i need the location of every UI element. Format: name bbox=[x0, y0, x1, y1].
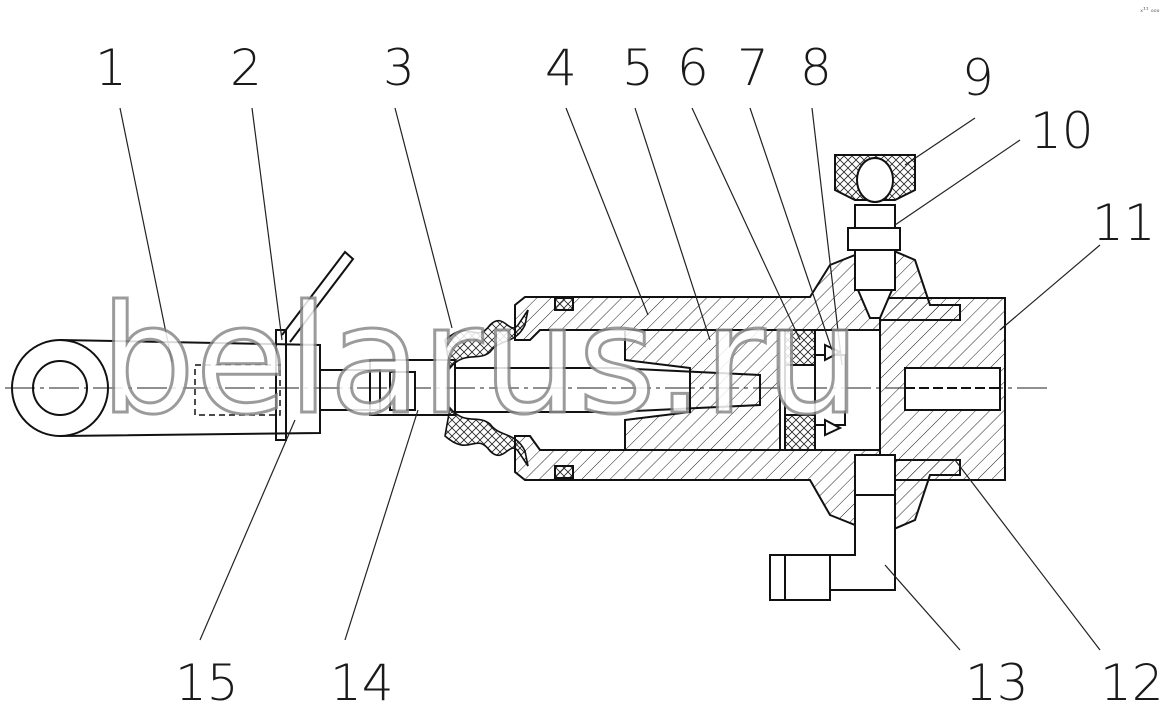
end-plug bbox=[879, 297, 1006, 481]
callout-12: 12 bbox=[1100, 654, 1164, 712]
callout-9: 9 bbox=[962, 49, 994, 107]
callout-13: 13 bbox=[965, 654, 1029, 712]
callout-7: 7 bbox=[737, 39, 769, 97]
seal-cup bbox=[784, 329, 846, 451]
callout-14: 14 bbox=[330, 654, 394, 712]
watermark: belarus.ru bbox=[100, 274, 860, 448]
callout-1: 1 bbox=[95, 39, 127, 97]
piston bbox=[624, 329, 781, 451]
callout-10: 10 bbox=[1030, 102, 1094, 160]
callout-3: 3 bbox=[383, 39, 415, 97]
callout-4: 4 bbox=[545, 39, 577, 97]
callout-2: 2 bbox=[230, 39, 262, 97]
corner-mark: ₓ¹¹ ₒₒₒ bbox=[1140, 6, 1160, 14]
callout-15: 15 bbox=[175, 654, 239, 712]
callout-6: 6 bbox=[677, 39, 709, 97]
callout-11: 11 bbox=[1092, 194, 1156, 252]
callout-5: 5 bbox=[622, 39, 654, 97]
callout-labels: 1 2 3 4 5 6 7 8 9 10 11 12 13 14 15 bbox=[95, 39, 1164, 712]
callout-8: 8 bbox=[800, 39, 832, 97]
elbow-fitting bbox=[769, 454, 896, 601]
leader-lines bbox=[119, 107, 1101, 651]
breather-valve bbox=[834, 154, 916, 319]
